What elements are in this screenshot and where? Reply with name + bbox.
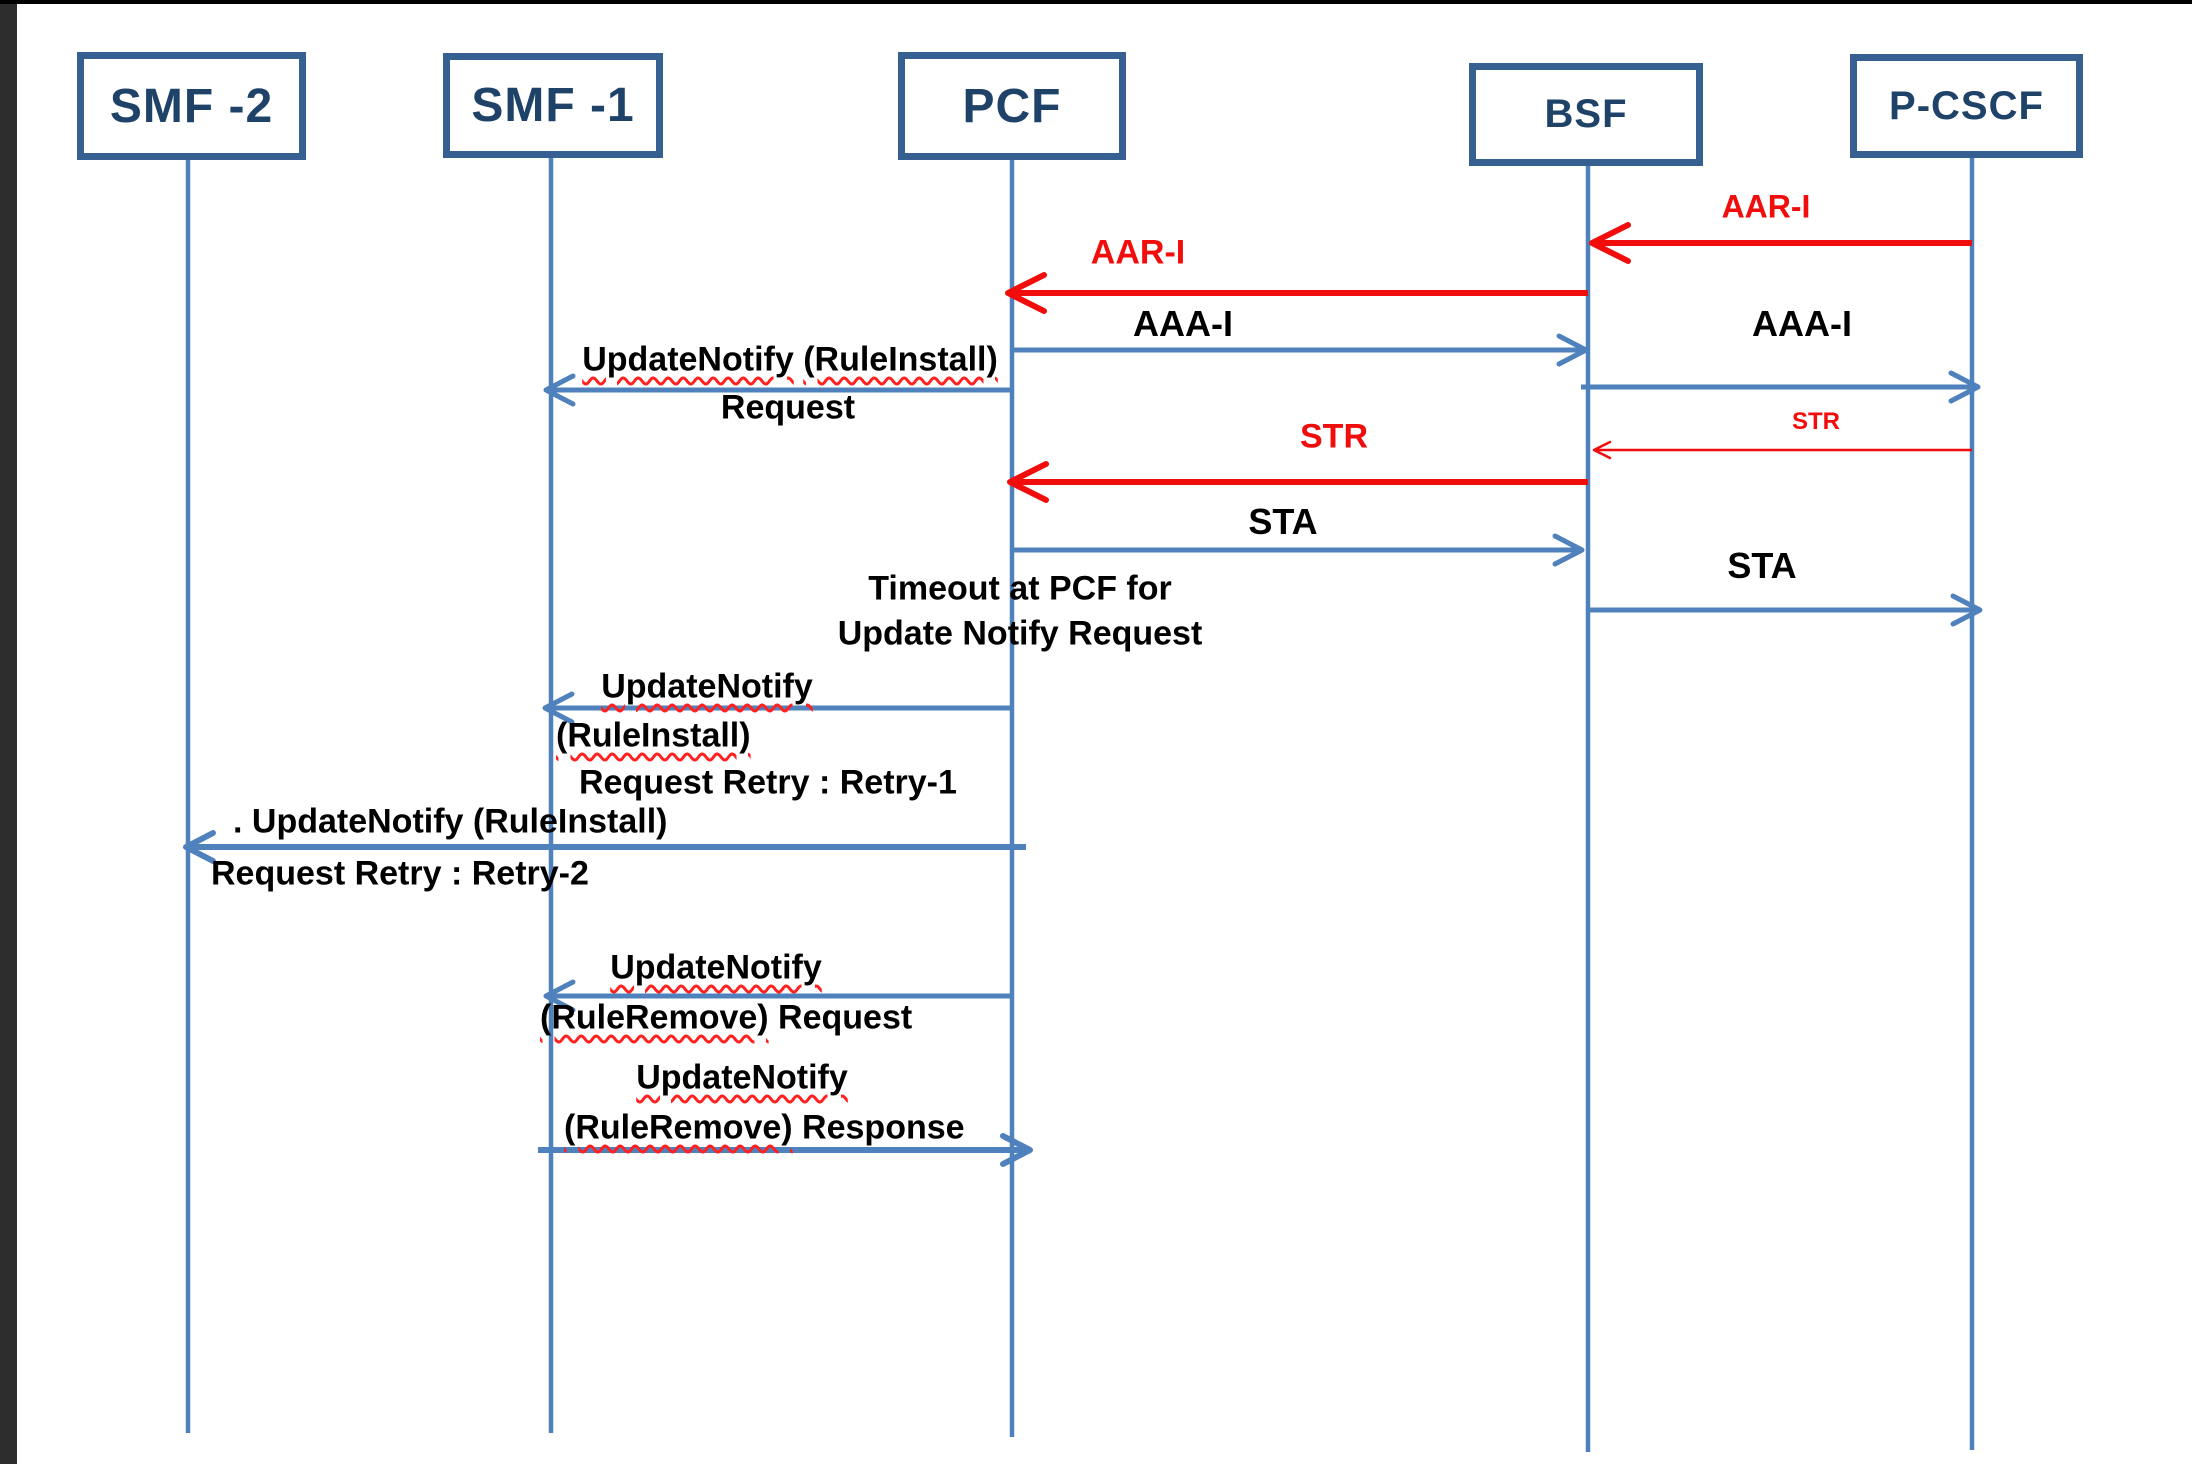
label-str-left-run: STR	[1300, 417, 1368, 456]
label-retry1-line2-run: (RuleInstall)	[556, 716, 751, 755]
label-sta-left: STA	[1248, 502, 1317, 542]
label-request-run: Request	[720, 388, 856, 427]
label-str-right: STR	[1792, 407, 1840, 435]
label-ruleremove-req-line2: (RuleRemove) Request	[540, 999, 912, 1036]
label-ruleremove-req-line2-run: Request	[768, 998, 913, 1037]
label-ruleremove-resp-line2: (RuleRemove) Response	[564, 1109, 965, 1146]
actor-box-bsf: BSF	[1469, 63, 1703, 166]
label-updatenotify-ruleinstall-run: UpdateNotify	[582, 340, 794, 379]
label-retry1-line3: Request Retry : Retry-1	[579, 764, 957, 801]
label-sta-left-run: STA	[1248, 501, 1318, 543]
label-retry1-line1: UpdateNotify	[601, 668, 813, 705]
window-left-border	[0, 0, 17, 1464]
label-retry1-line2: (RuleInstall)	[556, 717, 751, 754]
arrow-aaa-i-pcf-to-bsf-head	[1556, 333, 1589, 367]
actor-box-pcf: PCF	[898, 52, 1126, 160]
label-ruleremove-resp-line2-run: Response	[792, 1108, 965, 1147]
arrow-updatenotify-ruleremove-response-head	[1000, 1133, 1033, 1167]
actor-box-smf-1: SMF -1	[443, 53, 663, 158]
arrow-aar-i-bsf-to-pcf-head	[1005, 272, 1047, 314]
label-aar-i-right: AAR-I	[1722, 189, 1811, 224]
arrow-updatenotify-retry2-head	[183, 830, 216, 864]
arrow-aar-i-pcscf-to-bsf-head	[1589, 222, 1631, 264]
arrow-str-bsf-to-pcf-head	[1007, 461, 1049, 503]
label-retry2-line1-run: . UpdateNotify (RuleInstall)	[233, 802, 668, 841]
note-timeout-line1: Timeout at PCF for	[868, 570, 1172, 607]
arrow-sta-bsf-to-pcscf-head	[1950, 593, 1983, 627]
label-str-left: STR	[1300, 418, 1368, 455]
actor-label-smf-1: SMF -1	[471, 79, 635, 132]
label-aar-i-right-run: AAR-I	[1721, 188, 1811, 225]
label-aar-i-left: AAR-I	[1091, 234, 1185, 271]
label-aaa-i-right: AAA-I	[1752, 304, 1852, 344]
label-retry1-line1-run: UpdateNotify	[601, 667, 813, 706]
arrow-aaa-i-bsf-to-pcscf-head	[1948, 370, 1981, 404]
actor-box-p-cscf: P-CSCF	[1850, 54, 2083, 158]
arrow-updatenotify-ruleremove-request-head	[543, 979, 576, 1013]
label-aaa-i-left: AAA-I	[1133, 304, 1233, 344]
label-retry2-line2: Request Retry : Retry-2	[211, 855, 589, 892]
note-timeout-line2-run: Update Notify Request	[837, 614, 1203, 653]
label-request: Request	[721, 389, 855, 426]
label-retry2-line1: . UpdateNotify (RuleInstall)	[233, 803, 667, 840]
arrow-str-pcscf-to-bsf-head	[1592, 440, 1612, 460]
label-ruleremove-resp-line1: UpdateNotify	[636, 1059, 848, 1096]
label-updatenotify-ruleinstall-run	[794, 340, 803, 378]
label-retry2-line2-run: Request Retry : Retry-2	[211, 854, 589, 893]
note-timeout-line2: Update Notify Request	[838, 615, 1203, 652]
label-aaa-i-left-run: AAA-I	[1133, 303, 1233, 345]
arrow-sta-pcf-to-bsf-head	[1552, 533, 1585, 567]
label-aar-i-left-run: AAR-I	[1090, 233, 1186, 272]
label-updatenotify-ruleinstall-run: (RuleInstall)	[803, 340, 998, 379]
label-ruleremove-resp-line2-run: (RuleRemove)	[564, 1108, 793, 1147]
actor-label-pcf: PCF	[962, 79, 1062, 133]
label-updatenotify-ruleinstall: UpdateNotify (RuleInstall)	[582, 341, 998, 378]
label-sta-right-run: STA	[1727, 545, 1797, 587]
actor-label-smf-2: SMF -2	[109, 79, 274, 133]
label-aaa-i-right-run: AAA-I	[1752, 303, 1852, 345]
note-timeout-line1-run: Timeout at PCF for	[868, 569, 1172, 608]
actor-label-p-cscf: P-CSCF	[1889, 83, 2044, 128]
actor-label-bsf: BSF	[1544, 92, 1628, 136]
arrow-updatenotify-ruleinstall-request-head	[543, 373, 576, 407]
label-ruleremove-req-line1: UpdateNotify	[610, 949, 822, 986]
arrow-updatenotify-retry1-head	[542, 691, 575, 725]
label-sta-right: STA	[1727, 546, 1796, 586]
label-retry1-line3-run: Request Retry : Retry-1	[579, 763, 957, 802]
window-top-border	[0, 0, 2192, 4]
label-str-right-run: STR	[1792, 407, 1840, 435]
label-ruleremove-resp-line1-run: UpdateNotify	[636, 1058, 848, 1097]
actor-box-smf-2: SMF -2	[77, 52, 306, 160]
label-ruleremove-req-line1-run: UpdateNotify	[610, 948, 822, 987]
label-ruleremove-req-line2-run: (RuleRemove)	[540, 998, 769, 1037]
